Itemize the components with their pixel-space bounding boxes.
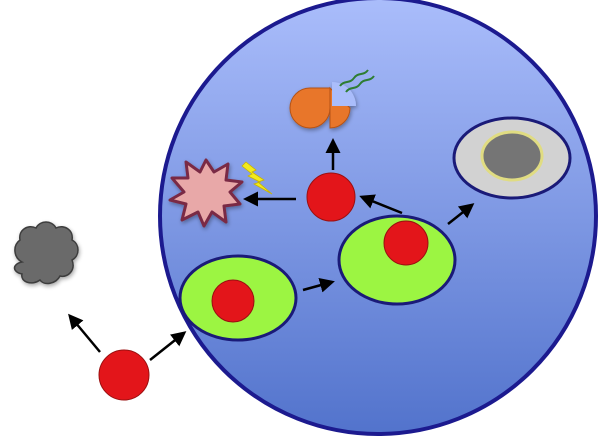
cytoplasm-particle [306, 172, 356, 222]
vesicle-1 [178, 254, 298, 342]
lysosome [452, 116, 572, 200]
cloud-debris-icon [13, 221, 79, 285]
lightning-bolt-icon [241, 161, 273, 195]
arrow-to-escape [359, 194, 403, 215]
external-particle [98, 349, 150, 401]
arrow-vesicle-1-to-2 [302, 277, 335, 293]
pacman-pie-icon [289, 82, 356, 129]
wavy-lines-icon [339, 69, 375, 93]
arrow-to-vesicle-1 [149, 331, 187, 361]
starburst-icon [168, 158, 244, 228]
arrow-to-debris [68, 313, 101, 353]
vesicle-2 [337, 214, 457, 306]
vesicle-2-particle [383, 220, 429, 266]
arrow-to-lysosome [447, 203, 475, 225]
lysosome-core [480, 130, 544, 182]
vesicle-1-particle [211, 279, 255, 323]
